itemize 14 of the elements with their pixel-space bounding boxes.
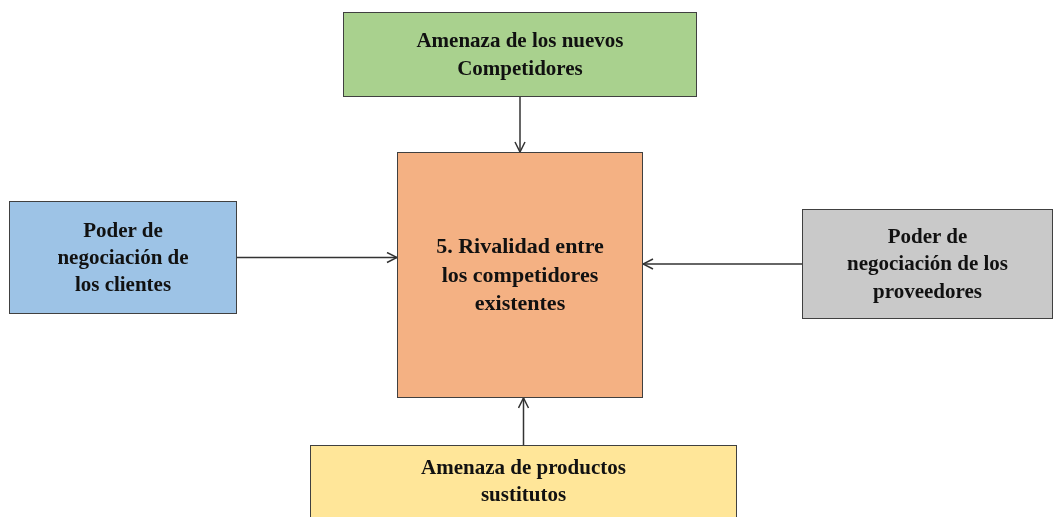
box-text: Poder de negociación de los proveedores <box>847 223 1008 305</box>
box-text: Amenaza de los nuevos Competidores <box>415 27 625 82</box>
box-text: Amenaza de productos sustitutos <box>420 454 627 509</box>
force-box <box>397 152 643 398</box>
box-text: Poder de negociación de los clientes <box>56 216 190 299</box>
arrow <box>236 251 398 264</box>
box-text: 5. Rivalidad entre los competidores existentes <box>435 232 605 318</box>
force-box <box>343 12 697 97</box>
arrow <box>517 397 530 446</box>
arrow <box>514 96 526 153</box>
force-box <box>310 445 737 517</box>
arrow <box>642 258 803 270</box>
force-box <box>9 201 237 314</box>
force-box <box>802 209 1053 319</box>
